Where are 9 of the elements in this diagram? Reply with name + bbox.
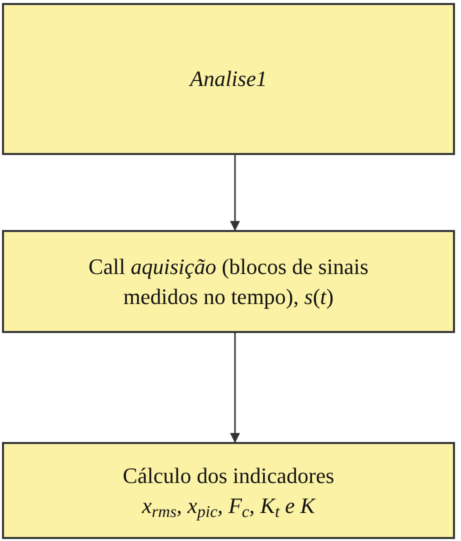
- box-text: Analise1: [190, 65, 267, 94]
- process-box: [2, 442, 455, 539]
- arrow: [230, 155, 240, 231]
- arrow: [230, 333, 240, 443]
- box-text: x$_{rms}$, x$_{pic}$, F$_{c}$, K$_{t}$ e K: [142, 492, 315, 520]
- process-box: [2, 230, 455, 333]
- process-box: [2, 3, 455, 155]
- box-text: Cálculo dos indicadores: [122, 462, 334, 490]
- box-text: Call aquisição (blocos de sinais medidos no tempo), s(t): [88, 252, 370, 311]
